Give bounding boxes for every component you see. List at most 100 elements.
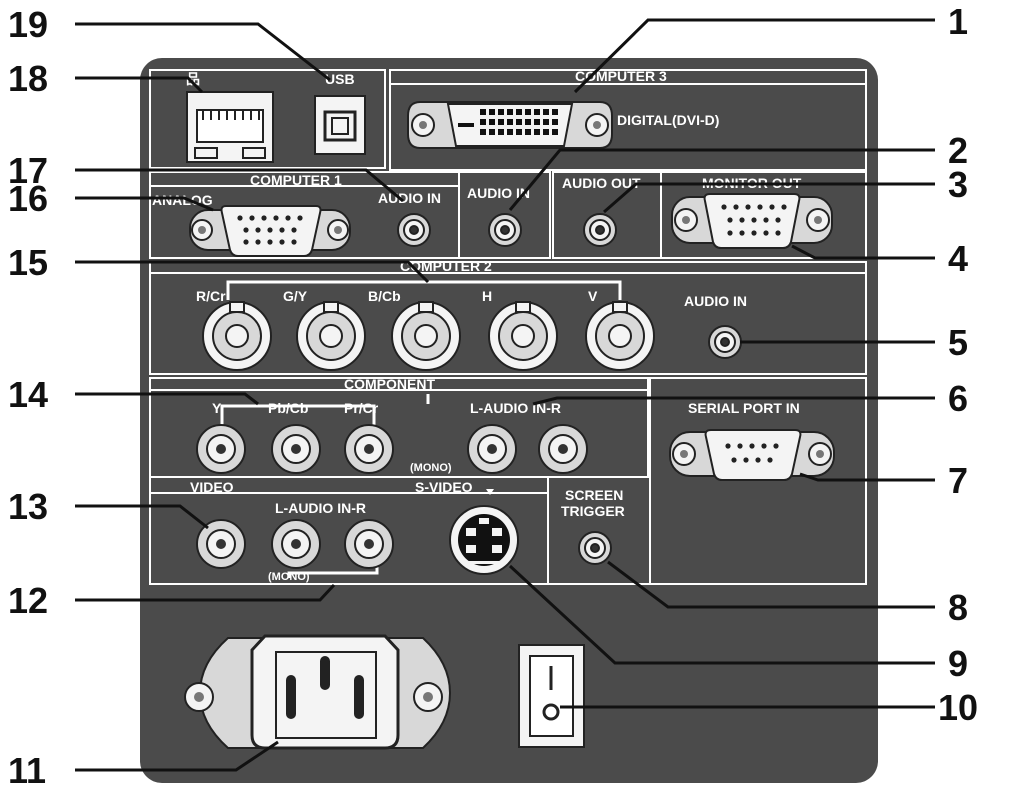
bnc-v <box>585 301 655 371</box>
computer3-label: COMPUTER 3 <box>575 68 667 84</box>
mini-jacks <box>397 213 742 565</box>
audio-in-c2-jack <box>708 325 742 359</box>
rca-comp-audio-l <box>467 424 517 474</box>
lan-icon-label: 品 <box>186 71 200 87</box>
ac-inlet <box>184 634 452 750</box>
callout-19: 19 <box>8 4 48 45</box>
screen-trigger-frame <box>547 476 651 585</box>
rcr-label: R/Cr <box>196 288 226 304</box>
leader-16 <box>75 196 214 212</box>
prcr-label: Pr/Cr <box>344 400 379 416</box>
bcb-label: B/Cb <box>368 288 401 304</box>
lan-usb-frame <box>149 69 386 169</box>
audio-in-c1-label: AUDIO IN <box>378 190 441 206</box>
y-label: Y <box>212 400 222 416</box>
leader-11 <box>75 740 279 772</box>
computer2-frame <box>149 261 867 375</box>
callout-17: 17 <box>8 150 48 191</box>
rca-y <box>196 424 246 474</box>
laudio-comp-label: L-AUDIO IN-R <box>470 400 561 416</box>
pbcb-label: Pb/Cb <box>268 400 308 416</box>
audio-in-c3-jack <box>488 213 522 247</box>
leader-8 <box>607 560 935 609</box>
callout-10: 10 <box>938 687 978 728</box>
dvi-port <box>407 101 613 149</box>
audio-in-c1-jack <box>397 213 431 247</box>
power-switch <box>518 644 585 748</box>
callout-4: 4 <box>948 238 968 279</box>
monitor-out-vga-port <box>671 193 833 249</box>
leader-13 <box>75 504 209 530</box>
leader-17 <box>75 168 404 203</box>
callout-18: 18 <box>8 58 48 99</box>
screen-label: SCREEN <box>565 487 623 503</box>
bnc-bcb <box>391 301 461 371</box>
rca-video-audio-l <box>271 519 321 569</box>
h-label: H <box>482 288 492 304</box>
usb-port <box>314 95 366 155</box>
leader-19 <box>75 22 331 82</box>
mono-comp-label: (MONO) <box>410 462 452 474</box>
section-frames <box>149 69 867 585</box>
computer3-audio-frame <box>458 171 551 259</box>
rca-video-audio-r <box>344 519 394 569</box>
callout-7: 7 <box>948 460 968 501</box>
digital-label: DIGITAL(DVI-D) <box>617 112 719 128</box>
video-label: VIDEO <box>190 479 234 495</box>
computer1-label: COMPUTER 1 <box>250 172 342 188</box>
port-labels: 品 USB COMPUTER 3 DIGITAL(DVI-D) COMPUTER… <box>152 68 802 583</box>
leader-6 <box>532 396 935 406</box>
serial-label: SERIAL PORT IN <box>688 400 800 416</box>
v-label: V <box>588 288 598 304</box>
audio-out-label: AUDIO OUT <box>562 175 641 191</box>
svideo-arrow-icon <box>486 489 494 495</box>
leader-14 <box>75 392 259 406</box>
rca-pbcb <box>271 424 321 474</box>
screen-trigger-jack <box>578 531 612 565</box>
callout-13: 13 <box>8 486 48 527</box>
callout-11: 11 <box>8 750 46 791</box>
leader-12 <box>75 583 336 602</box>
rca-prcr <box>344 424 394 474</box>
serial-port <box>669 429 835 481</box>
callout-2: 2 <box>948 130 968 171</box>
bnc-gy <box>296 301 366 371</box>
callout-16: 16 <box>8 178 48 219</box>
bnc-rcr <box>202 301 272 371</box>
rca-video <box>196 519 246 569</box>
audio-in-c2-label: AUDIO IN <box>684 293 747 309</box>
callout-15: 15 <box>8 242 48 283</box>
trigger-label: TRIGGER <box>561 503 625 519</box>
analog-vga-port <box>189 205 351 257</box>
gy-label: G/Y <box>283 288 308 304</box>
rca-jacks <box>196 424 588 569</box>
laudio-video-label: L-AUDIO IN-R <box>275 500 366 516</box>
leader-4 <box>791 244 935 260</box>
usb-label: USB <box>325 71 355 87</box>
callout-12: 12 <box>8 580 48 621</box>
leader-9 <box>508 564 935 665</box>
callout-14: 14 <box>8 374 48 415</box>
callout-3: 3 <box>948 164 968 205</box>
rca-comp-audio-r <box>538 424 588 474</box>
leader-1 <box>573 18 935 94</box>
callout-numbers: 1 2 3 4 5 6 7 8 9 10 11 12 13 14 15 16 1… <box>8 1 978 791</box>
computer2-label: COMPUTER 2 <box>400 258 492 274</box>
callout-8: 8 <box>948 587 968 628</box>
bnc-connectors <box>202 301 655 371</box>
callout-5: 5 <box>948 322 968 363</box>
callout-6: 6 <box>948 378 968 419</box>
svideo-port <box>449 505 519 575</box>
svideo-label: S-VIDEO <box>415 479 473 495</box>
label-brackets <box>220 280 622 578</box>
leader-18 <box>75 76 204 94</box>
lan-port <box>186 91 274 163</box>
leader-2 <box>508 148 935 211</box>
leader-15 <box>75 260 430 284</box>
component-label: COMPONENT <box>344 376 435 392</box>
leader-3 <box>603 182 935 214</box>
callout-1: 1 <box>948 1 968 42</box>
computer3-frame <box>389 69 867 171</box>
leader-7 <box>799 472 935 482</box>
